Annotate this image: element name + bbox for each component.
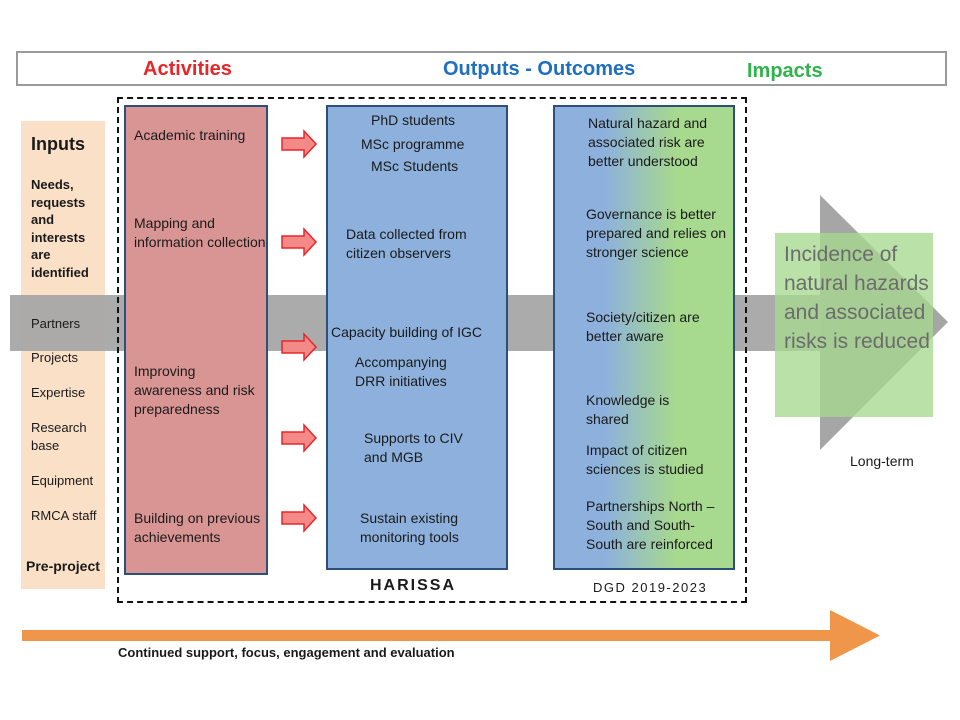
inputs-panel [21, 121, 105, 589]
header-bar [16, 51, 947, 86]
output-item: Supports to CIV and MGB [364, 430, 463, 465]
output-item: Accompanying DRR initiatives [355, 354, 447, 389]
input-item: Projects [31, 350, 78, 365]
harissa-label: HARISSA [370, 577, 457, 594]
outputs-box [326, 105, 508, 570]
activity-item: Academic training [134, 127, 246, 143]
input-item: Equipment [31, 473, 94, 488]
inputs-title: Inputs [31, 134, 85, 154]
red-arrow-1 [281, 129, 318, 159]
outputs-outcomes-header: Outputs - Outcomes [443, 58, 636, 80]
activity-item: Improving awareness and risk preparednes… [134, 363, 255, 417]
red-arrow-5 [281, 503, 318, 533]
outcome-item: Impact of citizen sciences is studied [586, 442, 704, 477]
activity-item: Building on previous achievements [134, 510, 261, 545]
outcome-item: Society/citizen are better aware [586, 309, 700, 344]
output-item: PhD students [371, 112, 456, 128]
impact-box [775, 233, 933, 417]
activity-item: Mapping and information collection [134, 215, 266, 250]
continued-support-label: Continued support, focus, engagement and… [118, 645, 455, 660]
input-item: Research base [31, 420, 87, 453]
activities-header: Activities [143, 58, 232, 80]
bottom-arrow-head [830, 610, 880, 661]
dgd-period-label: DGD 2019-2023 [593, 580, 708, 595]
activity-to-output-arrows [281, 129, 318, 533]
activities-box [124, 105, 268, 575]
input-item: Expertise [31, 385, 86, 400]
outcome-item: Partnerships North – South and South-Sou… [586, 498, 715, 552]
impact-text: Incidence of natural hazards and associa… [784, 243, 930, 353]
pre-project-label: Pre-project [26, 558, 100, 574]
red-arrow-2 [281, 227, 318, 257]
output-item: Sustain existing monitoring tools [360, 510, 459, 545]
project-boundary [117, 97, 747, 603]
impacts-header: Impacts [747, 60, 823, 82]
long-term-label: Long-term [850, 453, 914, 469]
outcome-item: Natural hazard and associated risk are b… [588, 115, 708, 169]
output-item: MSc programme [361, 136, 465, 152]
outcomes-box [553, 105, 735, 570]
red-arrow-3 [281, 332, 318, 362]
output-item: MSc Students [371, 158, 459, 174]
output-item: Capacity building of IGC [331, 324, 482, 340]
output-item: Data collected from citizen observers [346, 226, 467, 261]
red-arrow-4 [281, 423, 318, 453]
input-item: Partners [31, 316, 81, 331]
inputs-needs: Needs, requests and interests are identi… [31, 177, 89, 280]
bottom-arrow-shaft [22, 630, 842, 641]
input-item: RMCA staff [31, 508, 97, 523]
outcome-item: Knowledge is shared [586, 392, 670, 427]
outcome-item: Governance is better prepared and relies… [586, 206, 727, 260]
